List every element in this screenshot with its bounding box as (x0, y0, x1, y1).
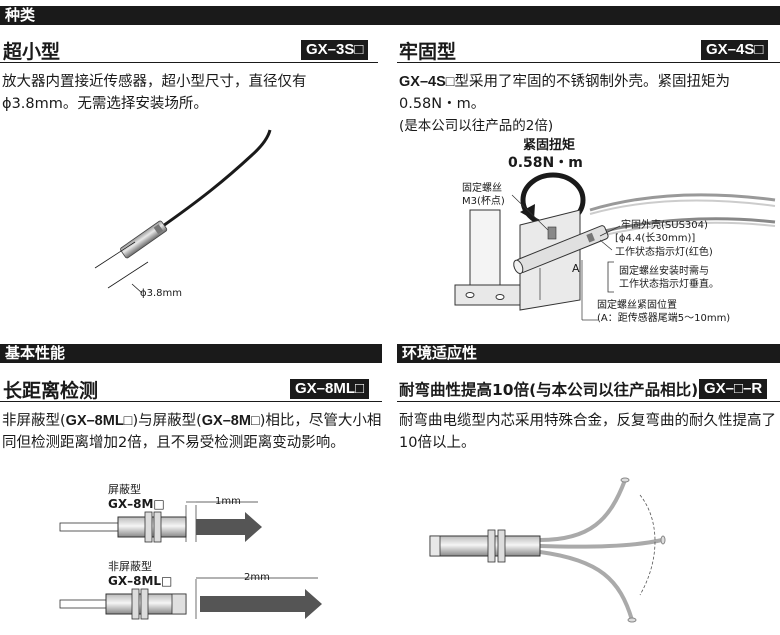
description-flex: 耐弯曲电缆型内芯采用特殊合金，反复弯曲的耐久性提高了10倍以上。 (399, 413, 776, 451)
unshielded-distance: 2mm (244, 572, 270, 583)
detection-distance-illustration (59, 501, 322, 620)
block-title-robust: 牢固型 (399, 41, 457, 63)
screw-label-2: M3(杯点) (462, 196, 505, 207)
section-title-types: 种类 (5, 6, 36, 24)
description-model: GX–8ML□ (65, 413, 133, 429)
shielded-distance: 1mm (215, 496, 241, 507)
torque-title: 紧固扭矩 (523, 138, 576, 153)
model-badge-robust: GX–4S□ (701, 40, 769, 60)
note-line-2: 工作状态指示灯垂直。 (619, 279, 719, 290)
robust-sensor-illustration (454, 172, 776, 321)
unshielded-label: 非屏蔽型 (108, 560, 152, 573)
section-title-performance: 基本性能 (5, 344, 66, 362)
title-underline (0, 62, 378, 63)
description-ultra-small: 放大器内置接近传感器，超小型尺寸，直径仅有ϕ3.8mm。无需选择安装场所。 (2, 74, 307, 112)
shielded-label: 屏蔽型 (108, 483, 141, 496)
description-note: (是本公司以往产品的2倍) (399, 118, 554, 134)
position-label-1: 固定螺丝紧固位置 (597, 300, 677, 311)
model-badge-flex: GX–□–R (699, 379, 768, 399)
size-label: [ϕ4.4(长30mm)] (615, 233, 696, 244)
unshielded-model: GX–8ML□ (108, 574, 173, 588)
diameter-label: ϕ3.8mm (140, 288, 182, 299)
description-text: )与屏蔽型( (132, 413, 202, 429)
section-bar-types: 种类 (0, 6, 780, 25)
housing-label: 牢固外壳(SUS304) (621, 220, 708, 231)
section-title-environment: 环境适应性 (402, 344, 478, 362)
shielded-model: GX–8M□ (108, 497, 165, 511)
section-bar-performance: 基本性能 (0, 344, 382, 363)
description-text: 型采用了牢固的不锈钢制外壳。紧固扭矩为0.58N・m。 (399, 74, 731, 112)
ultra-small-sensor-illustration (94, 129, 272, 294)
block-title-ultra-small: 超小型 (3, 41, 61, 63)
block-title-long-range: 长距离检测 (3, 380, 99, 402)
title-underline (0, 401, 382, 402)
section-bar-environment: 环境适应性 (397, 344, 780, 363)
description-long-range: 非屏蔽型(GX–8ML□)与屏蔽型(GX–8M□)相比，尽管大小相同但检测距离增… (2, 410, 382, 454)
model-badge-ultra-small: GX–3S□ (301, 40, 369, 60)
note-line-1: 固定螺丝安装时需与 (619, 266, 709, 277)
description-text: )相比，尽管大小相同但检测距离增加2倍，且不易受检测距离变动影响。 (2, 413, 382, 451)
title-underline (397, 62, 780, 63)
position-label-2: (A：距传感器尾端5～10mm) (597, 313, 731, 324)
torque-value: 0.58N・m (508, 155, 583, 171)
screw-label-1: 固定螺丝 (462, 183, 502, 194)
description-model: GX–4S□ (399, 74, 455, 90)
model-badge-long-range: GX–8ML□ (290, 379, 370, 399)
description-text: 非屏蔽型( (2, 413, 66, 429)
dimension-a: A (572, 262, 580, 275)
description-robust: GX–4S□型采用了牢固的不锈钢制外壳。紧固扭矩为0.58N・m。 (399, 71, 779, 115)
title-underline (397, 401, 780, 402)
description-model: GX–8M□ (201, 413, 260, 429)
indicator-label: 工作状态指示灯(红色) (615, 247, 713, 258)
block-title-flex: 耐弯曲性提高10倍(与本公司以往产品相比) (399, 381, 699, 399)
